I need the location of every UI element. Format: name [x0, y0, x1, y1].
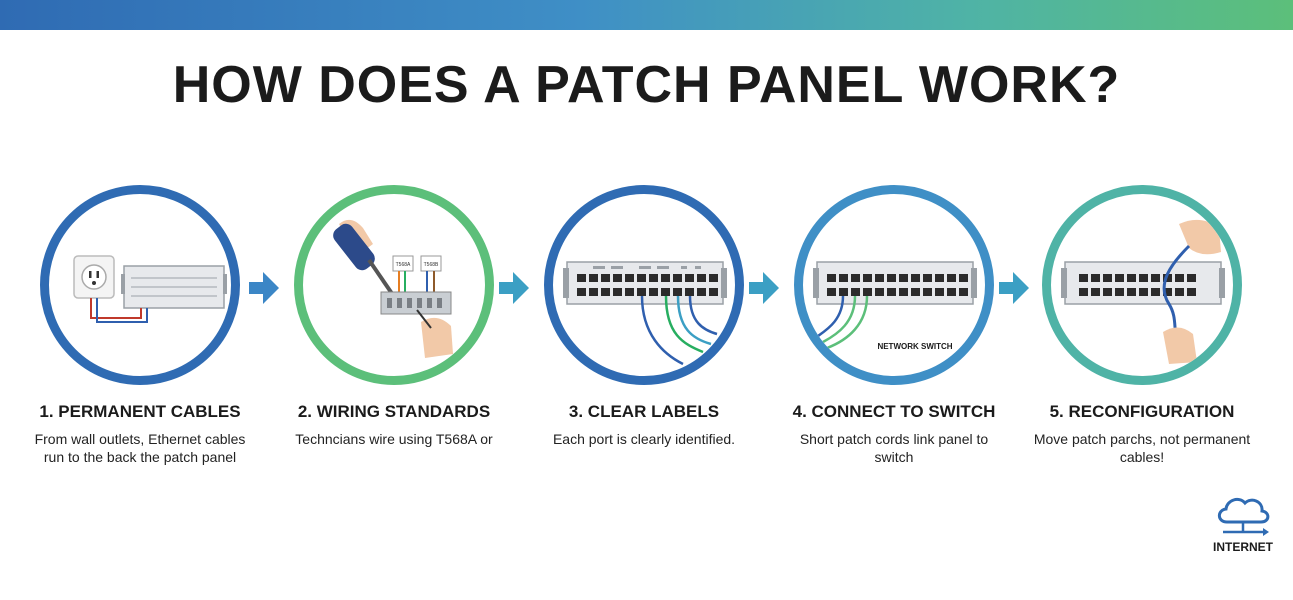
step-1-circle — [40, 185, 240, 385]
internet-label: INTERNET — [1213, 540, 1273, 554]
page-title: HOW DOES A PATCH PANEL WORK? — [172, 56, 1121, 114]
arrow-right-icon — [499, 272, 529, 304]
step-title: 3. CLEAR LABELS — [568, 402, 720, 421]
arrow-right-icon — [999, 272, 1029, 304]
punch-down-tool-icon: T568A T568B — [333, 219, 453, 358]
step-title: 2. WIRING STANDARDS — [297, 402, 491, 421]
step-description: Short patch cords link panel to switch — [799, 431, 989, 465]
step-title: 1. PERMANENT CABLES — [39, 402, 241, 421]
arrow-right-icon — [749, 272, 779, 304]
step-description: Move patch parchs, not permanent cables! — [1033, 431, 1251, 465]
step-title: 4. CONNECT TO SWITCH — [792, 402, 996, 421]
t568b-badge: T568B — [424, 262, 439, 268]
t568a-badge: T568A — [396, 262, 411, 268]
wall-outlet-to-patch-panel-icon — [73, 255, 227, 323]
arrow-right-icon — [249, 272, 279, 304]
step-5: 5. RECONFIGURATION Move patch parchs, no… — [1017, 185, 1267, 485]
step-title: 5. RECONFIGURATION — [1049, 402, 1235, 421]
step-description: From wall outlets, Ethernet cables run t… — [34, 431, 246, 465]
step-3-circle — [544, 185, 744, 385]
step-1: 1. PERMANENT CABLES From wall outlets, E… — [15, 185, 265, 485]
top-gradient-bar — [0, 0, 1293, 30]
step-5-circle — [1042, 185, 1242, 385]
step-description: Techncians wire using T568A or — [295, 431, 493, 447]
step-4: NETWORK SWITCH 4. CONNECT TO SWITCH Shor… — [769, 185, 1019, 485]
step-2: T568A T568B 2. WIRING STANDARDS Techncia… — [269, 185, 519, 485]
hands-moving-patch-cord-icon — [1061, 219, 1225, 364]
patch-panel-to-switch-icon: NETWORK SWITCH — [813, 261, 977, 351]
step-description: Each port is clearly identified. — [552, 431, 736, 447]
cloud-icon — [1217, 497, 1270, 536]
labeled-patch-panel-icon — [563, 261, 727, 366]
network-switch-label: NETWORK SWITCH — [877, 342, 952, 351]
step-3: 3. CLEAR LABELS Each port is clearly ide… — [519, 185, 769, 485]
step-4-circle: NETWORK SWITCH — [794, 185, 994, 385]
step-2-circle: T568A T568B — [294, 185, 494, 385]
